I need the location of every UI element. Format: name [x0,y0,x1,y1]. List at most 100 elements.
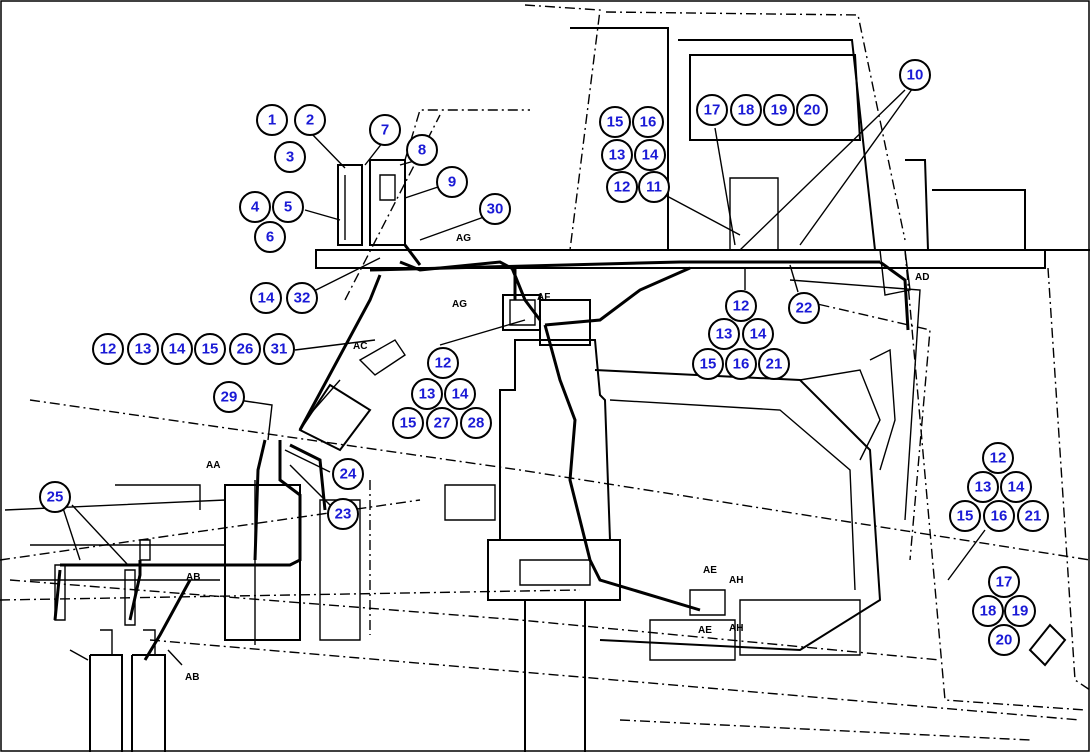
tag-ag-upper: AG [456,233,471,244]
svg-text:16: 16 [733,356,750,373]
svg-text:21: 21 [1025,508,1042,525]
svg-text:7: 7 [381,122,389,139]
callout-17-b: 17 [988,566,1020,598]
tag-ah-upper: AH [729,575,743,586]
callout-12-a: 12 [92,333,124,365]
svg-text:15: 15 [607,114,624,131]
svg-text:14: 14 [452,386,469,403]
svg-text:12: 12 [435,355,452,372]
svg-text:18: 18 [738,102,755,119]
callout-14-f: 14 [1000,471,1032,503]
svg-text:15: 15 [957,508,974,525]
svg-text:17: 17 [704,102,721,119]
callout-4: 4 [239,191,271,223]
svg-text:3: 3 [286,149,294,166]
callout-13-a: 13 [127,333,159,365]
svg-text:20: 20 [996,632,1013,649]
svg-text:14: 14 [750,326,767,343]
svg-text:10: 10 [907,67,924,84]
connection-tags: AG AG AF AC AD AA AB AB AE AH AE AH [185,233,929,683]
callout-8: 8 [406,134,438,166]
tag-af: AF [537,292,550,303]
callout-25: 25 [39,481,71,513]
svg-text:14: 14 [169,341,186,358]
svg-text:26: 26 [237,341,254,358]
callout-17-a: 17 [696,94,728,126]
callout-21-b: 21 [1017,500,1049,532]
svg-text:12: 12 [614,179,631,196]
callout-22: 22 [788,292,820,324]
tag-ag-lower: AG [452,299,467,310]
callout-11: 11 [638,171,670,203]
svg-text:30: 30 [487,201,504,218]
callout-18-a: 18 [730,94,762,126]
tag-ae-lower: AE [698,625,712,636]
svg-text:24: 24 [340,466,357,483]
callout-20-b: 20 [988,624,1020,656]
callout-15-c: 15 [392,407,424,439]
callout-23: 23 [327,498,359,530]
callout-7: 7 [369,114,401,146]
callout-18-b: 18 [972,595,1004,627]
svg-text:13: 13 [135,341,152,358]
svg-text:16: 16 [991,508,1008,525]
callout-16-b: 16 [725,348,757,380]
svg-text:23: 23 [335,506,352,523]
svg-text:4: 4 [251,199,260,216]
callout-19-a: 19 [763,94,795,126]
svg-text:29: 29 [221,389,238,406]
callout-30: 30 [479,193,511,225]
svg-text:2: 2 [306,112,314,129]
svg-text:18: 18 [980,603,997,620]
callout-6: 6 [254,221,286,253]
callout-29: 29 [213,381,245,413]
svg-text:8: 8 [418,142,426,159]
callout-1: 1 [256,104,288,136]
svg-text:13: 13 [716,326,733,343]
callout-12-d: 12 [725,290,757,322]
callout-12-e: 12 [982,442,1014,474]
hydraulic-hoses [53,244,910,661]
tag-aa: AA [206,460,220,471]
callout-26: 26 [229,333,261,365]
callout-14-a: 14 [250,282,282,314]
svg-text:6: 6 [266,229,274,246]
svg-text:14: 14 [258,290,275,307]
svg-text:13: 13 [419,386,436,403]
callout-3: 3 [274,141,306,173]
tag-ab-lower: AB [185,672,199,683]
svg-text:11: 11 [646,179,662,196]
callout-19-b: 19 [1004,595,1036,627]
callout-28: 28 [460,407,492,439]
tag-ab-upper: AB [186,572,200,583]
tag-ac: AC [353,341,367,352]
svg-text:12: 12 [990,450,1007,467]
callout-32: 32 [286,282,318,314]
callout-13-c: 13 [411,378,443,410]
svg-text:12: 12 [733,298,750,315]
callout-24: 24 [332,458,364,490]
svg-text:12: 12 [100,341,117,358]
callout-16-c: 16 [983,500,1015,532]
callout-2: 2 [294,104,326,136]
tag-ah-lower: AH [729,623,743,634]
svg-text:27: 27 [434,415,451,432]
callout-5: 5 [272,191,304,223]
svg-text:31: 31 [271,341,288,358]
callout-12-c: 12 [427,347,459,379]
svg-text:28: 28 [468,415,485,432]
svg-text:20: 20 [804,102,821,119]
callout-16-a: 16 [632,106,664,138]
svg-text:19: 19 [771,102,788,119]
machine-outline [0,4,1090,752]
callout-15-a: 15 [194,333,226,365]
svg-text:32: 32 [294,290,311,307]
svg-text:25: 25 [47,489,64,506]
callouts: 1 2 3 7 8 9 4 5 6 30 14 32 12 13 14 15 2… [39,59,1049,656]
callout-12-b: 12 [606,171,638,203]
callout-14-e: 14 [742,318,774,350]
svg-text:13: 13 [609,147,626,164]
tag-ad: AD [915,272,929,283]
svg-text:9: 9 [448,174,456,191]
